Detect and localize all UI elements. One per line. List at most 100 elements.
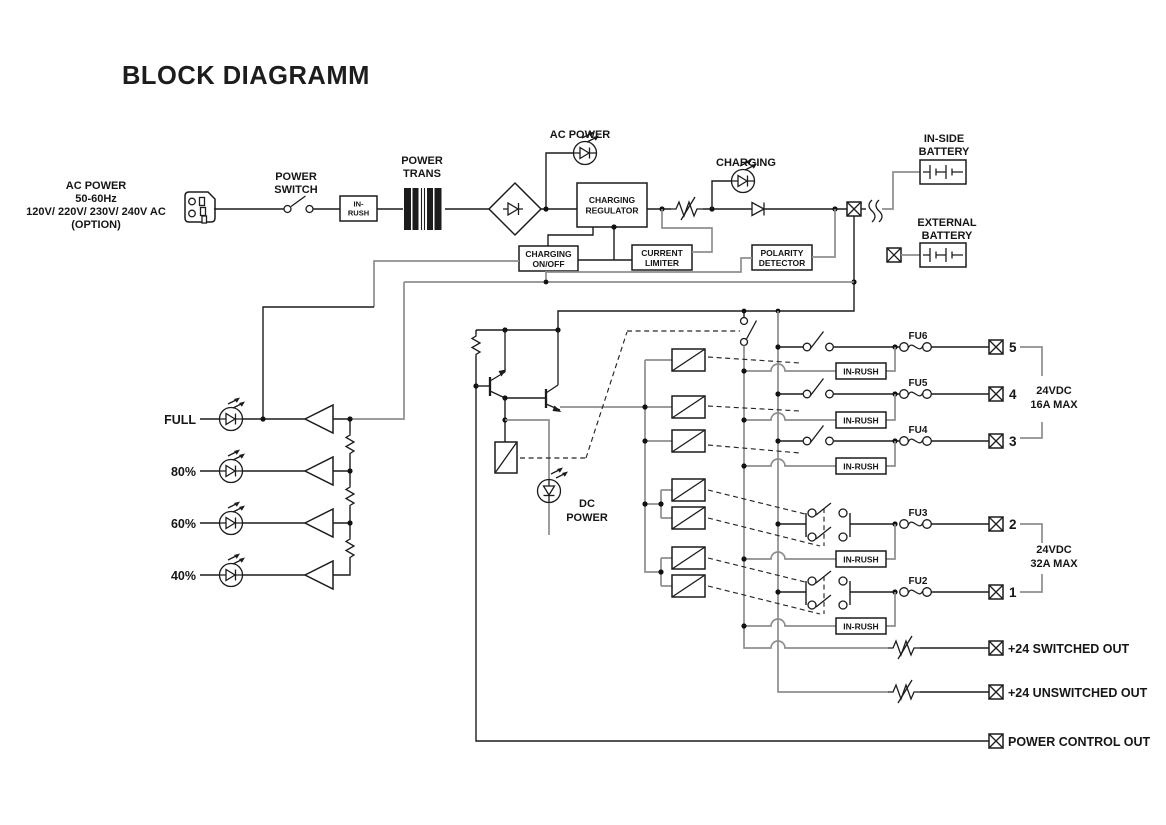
svg-text:TRANS: TRANS <box>403 168 441 180</box>
charging-led-wire <box>711 180 732 209</box>
power-switch-icon <box>283 195 314 214</box>
inrush-box-label: IN-RUSH <box>843 555 878 565</box>
surge-fuse-icon <box>670 196 704 221</box>
fuse-icon <box>899 587 932 597</box>
full-led-icon <box>220 398 246 431</box>
inrush-box-label: IN-RUSH <box>843 622 878 632</box>
gauge-label-40: 40% <box>171 569 196 583</box>
relay-coil-icon <box>671 429 706 453</box>
inrush-box-label: IN-RUSH <box>843 416 878 426</box>
relay-coil-icon <box>671 395 706 419</box>
svg-text:EXTERNAL: EXTERNAL <box>917 217 977 229</box>
dc-power-led-icon <box>538 468 569 503</box>
fuse-label: FU6 <box>909 331 928 342</box>
transistor-icon <box>505 330 562 412</box>
output-number: 1 <box>1009 585 1017 600</box>
svg-text:DETECTOR: DETECTOR <box>759 258 806 268</box>
unswitched-out-terminal-x-icon <box>988 684 1004 700</box>
svg-text:REGULATOR: REGULATOR <box>585 206 638 216</box>
output-terminal-x-icon <box>988 516 1004 532</box>
output-terminal-x-icon <box>988 339 1004 355</box>
svg-text:RUSH: RUSH <box>348 209 369 218</box>
svg-text:CURRENT: CURRENT <box>641 248 683 258</box>
comparator-triangle-icon <box>303 403 334 435</box>
svg-text:16A MAX: 16A MAX <box>1030 399 1078 411</box>
comparator-triangle-icon <box>303 507 334 539</box>
battery-terminal-x-icon <box>846 201 862 217</box>
fuse-label: FU3 <box>909 508 928 519</box>
limiter-link <box>661 209 713 253</box>
fuse-icon <box>899 342 932 352</box>
output-terminal-x-icon <box>988 386 1004 402</box>
group-16a-bracket: 24VDC 16A MAX <box>1020 346 1078 439</box>
svg-text:120V/ 220V/ 230V/ 240V AC: 120V/ 220V/ 230V/ 240V AC <box>26 206 166 218</box>
cable-break-icon <box>868 199 883 223</box>
svg-text:(OPTION): (OPTION) <box>71 219 121 231</box>
divider-resistor-icon <box>345 432 355 456</box>
output-terminal-x-icon <box>988 433 1004 449</box>
output-row-5: FU6 5 IN-RUSH <box>741 330 1017 380</box>
surge-fuse-icon <box>887 635 921 660</box>
divider-resistor-icon <box>345 484 355 508</box>
charging-led-label: CHARGING <box>716 157 776 169</box>
power-control-terminal-x-icon <box>988 733 1004 749</box>
ac-led-wire <box>545 152 574 209</box>
svg-text:24VDC: 24VDC <box>1036 385 1072 397</box>
svg-text:IN-: IN- <box>354 200 365 209</box>
inrush-box-label: IN-RUSH <box>843 367 878 377</box>
svg-text:CHARGING: CHARGING <box>525 249 572 259</box>
output-terminal-x-icon <box>988 584 1004 600</box>
relay-coil-icon <box>671 546 706 570</box>
svg-text:IN-SIDE: IN-SIDE <box>924 133 964 145</box>
battery-gauge: FULL 80% 60% 40% <box>164 398 355 591</box>
output-row-3: FU4 3 IN-RUSH <box>741 424 1017 475</box>
page-title: BLOCK DIAGRAMM <box>122 62 370 90</box>
inside-battery-label: IN-SIDE BATTERY <box>919 133 970 158</box>
fuse-icon <box>899 389 932 399</box>
led-60-icon <box>220 502 246 535</box>
external-battery-label: EXTERNAL BATTERY <box>917 217 977 242</box>
svg-text:SWITCH: SWITCH <box>274 184 317 196</box>
polarity-right-link <box>812 209 836 258</box>
switched-out-terminal-x-icon <box>988 640 1004 656</box>
svg-text:POWER: POWER <box>566 512 608 524</box>
output-row-1: FU2 1 IN-RUSH <box>741 570 1017 635</box>
battery-rail <box>557 216 855 330</box>
svg-text:POLARITY: POLARITY <box>761 248 804 258</box>
svg-text:POWER: POWER <box>401 155 443 167</box>
svg-text:24VDC: 24VDC <box>1036 544 1072 556</box>
main-coil-linkage <box>520 330 740 459</box>
main-contactor-icon <box>739 311 758 347</box>
fuse-label: FU2 <box>909 576 928 587</box>
transformer-icon <box>404 188 442 230</box>
inrush-primary-box: IN- RUSH <box>339 195 378 222</box>
relay-contact-icon <box>802 377 834 399</box>
charging-onoff-box: CHARGING ON/OFF <box>518 245 579 272</box>
sense-line <box>350 281 854 420</box>
relay-coil-icon <box>671 478 706 502</box>
gauge-label-60: 60% <box>171 517 196 531</box>
inside-battery-icon <box>919 159 967 185</box>
dc-power-led-label: DC POWER <box>566 498 608 524</box>
inrush-box-label: IN-RUSH <box>843 462 878 472</box>
power-switch-label: POWER SWITCH <box>274 171 317 196</box>
dc-led-wire <box>505 419 550 535</box>
fuse-icon <box>899 436 932 446</box>
svg-text:POWER: POWER <box>275 171 317 183</box>
unswitched-bus <box>777 311 888 693</box>
external-battery-terminal-x-icon <box>886 247 902 263</box>
svg-text:CHARGING: CHARGING <box>589 195 636 205</box>
svg-text:AC POWER: AC POWER <box>66 180 127 192</box>
charging-regulator-box: CHARGING REGULATOR <box>576 182 648 228</box>
power-control-wire <box>475 330 989 742</box>
relay-coil-icon <box>671 348 706 372</box>
switched-out-label: +24 SWITCHED OUT <box>1008 642 1130 656</box>
transistor-icon <box>476 330 506 399</box>
power-control-label: POWER CONTROL OUT <box>1008 735 1150 749</box>
led-40-icon <box>220 554 246 587</box>
svg-text:50-60Hz: 50-60Hz <box>75 193 117 205</box>
relay-coil-icon <box>671 574 706 598</box>
fuse-label: FU4 <box>909 425 928 436</box>
ac-inlet-connector-icon <box>184 191 216 224</box>
